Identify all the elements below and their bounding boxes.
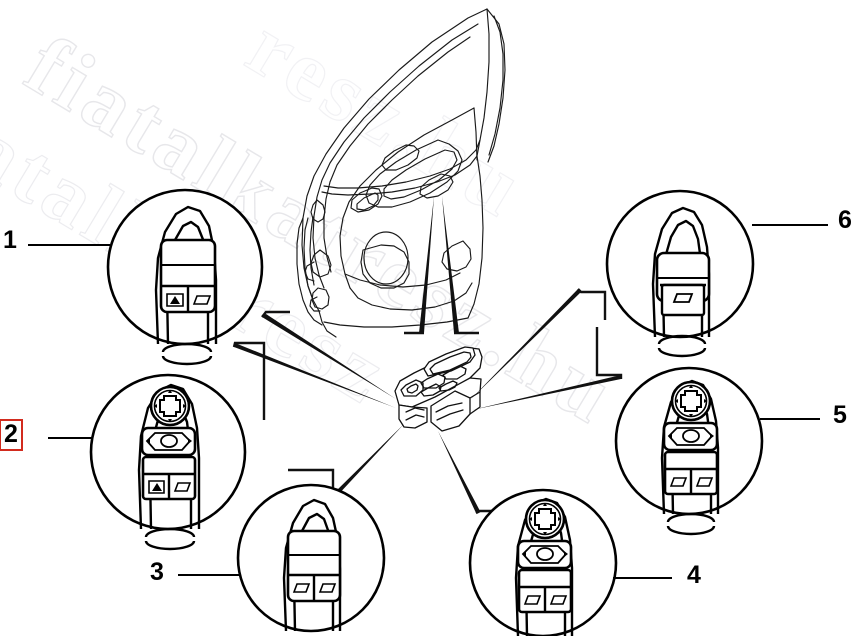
- callout-label-3[interactable]: 3: [150, 558, 164, 586]
- leader-door-to-panel-left: [419, 196, 434, 333]
- leader-lines-group: [234, 196, 621, 513]
- center-switch-panel-assembly: [394, 346, 483, 432]
- window-lift-icon: [292, 583, 311, 593]
- callout-label-2[interactable]: 2: [0, 419, 23, 451]
- bracket-6: [577, 288, 607, 320]
- mirror-selector-2[interactable]: [140, 426, 197, 457]
- callout-circle-2[interactable]: [89, 373, 247, 551]
- callout-label-4[interactable]: 4: [687, 561, 701, 589]
- leader-to-1: [262, 314, 396, 399]
- switch-buttons-4[interactable]: [517, 568, 573, 614]
- window-lift-icon: [523, 595, 542, 605]
- central-locking-icon: [148, 480, 165, 494]
- switch-buttons-3[interactable]: [286, 529, 342, 603]
- window-lift-icon: [672, 293, 694, 303]
- bracket-2: [232, 341, 266, 420]
- callout-circle-3[interactable]: [236, 483, 386, 633]
- callout-label-1[interactable]: 1: [3, 226, 17, 254]
- window-lift-icon: [318, 583, 337, 593]
- callout-circle-6[interactable]: [605, 189, 755, 358]
- leader-to-3: [333, 424, 404, 497]
- leader-to-4: [438, 431, 480, 513]
- window-lift-icon: [173, 482, 192, 492]
- callout-circle-1[interactable]: [106, 188, 264, 366]
- bracket-1: [261, 310, 290, 318]
- window-lift-icon: [669, 477, 688, 487]
- callout-circle-4[interactable]: [468, 488, 618, 636]
- window-lift-icon: [695, 477, 714, 487]
- bracket-5: [595, 327, 623, 379]
- front-door-illustration: [296, 8, 506, 338]
- mirror-selector-5[interactable]: [662, 421, 719, 452]
- callout-label-6[interactable]: 6: [838, 206, 852, 234]
- mirror-joystick-5[interactable]: [670, 380, 712, 422]
- switch-buttons-2[interactable]: [141, 455, 197, 501]
- mirror-joystick-4[interactable]: [524, 498, 566, 540]
- leader-to-2: [234, 343, 396, 408]
- window-lift-icon: [192, 295, 212, 305]
- callout-circle-5[interactable]: [614, 366, 764, 536]
- callout-number-rules: [28, 224, 828, 579]
- switch-buttons-1[interactable]: [159, 238, 217, 314]
- switch-buttons-6[interactable]: [655, 251, 711, 317]
- callout-label-5[interactable]: 5: [833, 401, 847, 429]
- leader-to-5: [472, 375, 621, 410]
- switch-buttons-5[interactable]: [663, 450, 719, 496]
- mirror-selector-4[interactable]: [516, 539, 573, 570]
- window-lift-icon: [549, 595, 568, 605]
- mirror-joystick-2[interactable]: [149, 385, 191, 427]
- central-locking-icon: [166, 293, 184, 307]
- leader-door-to-panel-right: [442, 196, 459, 333]
- switch-base-1: [161, 355, 213, 366]
- leader-to-6: [470, 289, 581, 400]
